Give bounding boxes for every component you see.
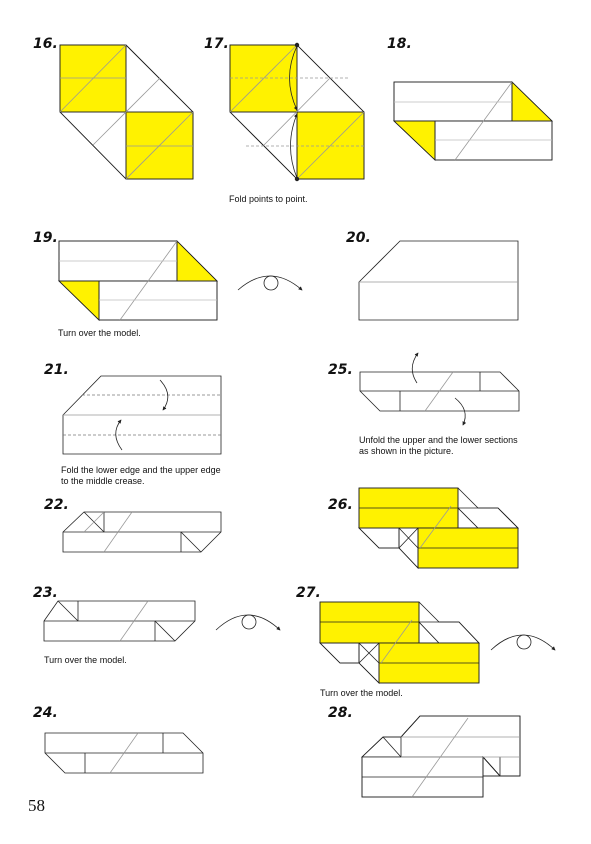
- step-number-25: 25.: [328, 362, 353, 378]
- diagram-step-24: [45, 733, 203, 773]
- step-number-16: 16.: [33, 36, 58, 52]
- step-number-26: 26.: [328, 497, 353, 513]
- diagram-step-16: [60, 45, 193, 179]
- step-number-18: 18.: [387, 36, 412, 52]
- step-number-17: 17.: [204, 36, 229, 52]
- page-number: 58: [28, 796, 45, 815]
- caption-step-25-line2: as shown in the picture.: [359, 446, 454, 456]
- step-number-20: 20.: [346, 230, 371, 246]
- step-number-22: 22.: [44, 497, 69, 513]
- caption-step-21-line1: Fold the lower edge and the upper edge: [61, 465, 221, 475]
- diagram-step-17: [230, 43, 364, 181]
- step-number-21: 21.: [44, 362, 69, 378]
- diagram-step-20: [359, 241, 518, 320]
- step-number-23: 23.: [33, 585, 58, 601]
- caption-step-27: Turn over the model.: [320, 688, 403, 698]
- caption-step-23: Turn over the model.: [44, 655, 127, 665]
- diagram-step-21: [63, 376, 221, 454]
- diagram-step-28: [362, 716, 520, 797]
- step-number-19: 19.: [33, 230, 58, 246]
- diagram-step-27: [320, 602, 556, 683]
- caption-step-19: Turn over the model.: [58, 328, 141, 338]
- step-number-28: 28.: [328, 705, 353, 721]
- step-number-27: 27.: [296, 585, 321, 601]
- diagram-step-25: [360, 352, 519, 426]
- diagram-step-18: [394, 82, 552, 160]
- caption-step-21-line2: to the middle crease.: [61, 476, 145, 486]
- diagram-step-19: [59, 241, 303, 320]
- caption-step-25-line1: Unfold the upper and the lower sections: [359, 435, 518, 445]
- diagram-step-22: [63, 512, 221, 552]
- step-number-24: 24.: [33, 705, 58, 721]
- diagram-step-26: [359, 488, 518, 568]
- diagram-step-23: [44, 601, 281, 641]
- caption-step-17: Fold points to point.: [229, 194, 308, 204]
